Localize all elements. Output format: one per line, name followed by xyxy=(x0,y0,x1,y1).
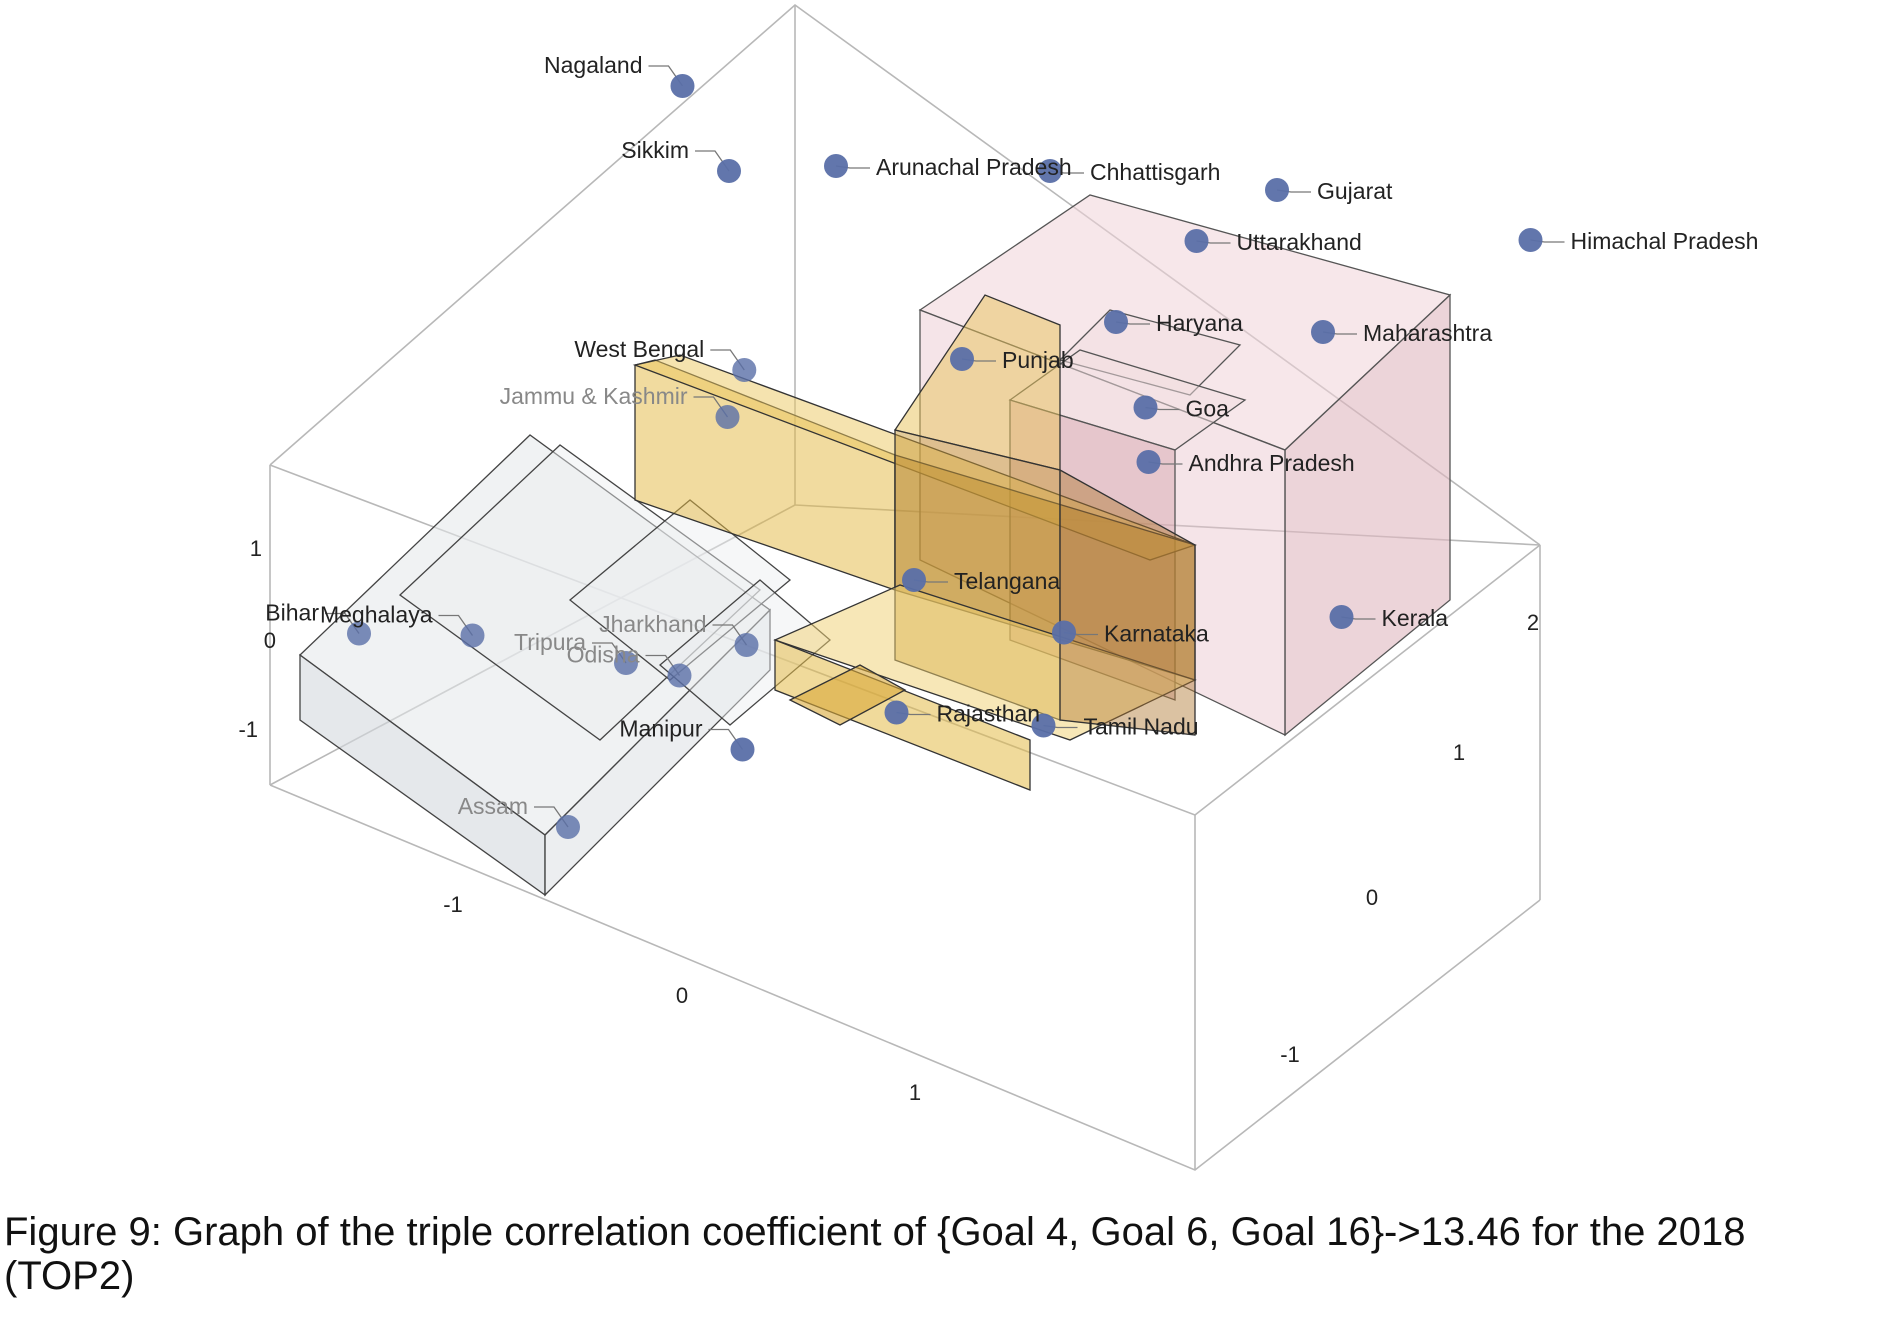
point-label: Haryana xyxy=(1156,310,1243,336)
gray-box-inner-2 xyxy=(568,499,792,681)
x-tick-label: -1 xyxy=(443,892,463,917)
point-label: Assam xyxy=(458,793,528,819)
point-label: Telangana xyxy=(954,568,1060,594)
data-point xyxy=(1329,605,1354,629)
data-point xyxy=(902,568,926,592)
point-label: Manipur xyxy=(619,716,702,742)
data-point xyxy=(460,623,485,648)
data-point xyxy=(730,737,755,762)
point-label: Nagaland xyxy=(544,52,642,78)
data-point xyxy=(670,74,695,98)
point-label: Karnataka xyxy=(1104,621,1209,647)
point-label: Chhattisgarh xyxy=(1090,159,1220,185)
point-label: Sikkim xyxy=(621,137,689,163)
point-label: West Bengal xyxy=(574,336,704,362)
z-tick-label: 0 xyxy=(264,628,276,653)
point-label: Jharkhand xyxy=(599,611,706,637)
x-tick-label: 0 xyxy=(676,983,688,1008)
data-point xyxy=(347,621,371,646)
data-point xyxy=(1136,450,1161,474)
point-label: Uttarakhand xyxy=(1237,229,1362,255)
data-points xyxy=(347,74,1543,839)
cluster-boxes xyxy=(298,194,1452,897)
cluster-box-gray xyxy=(298,434,832,897)
data-point xyxy=(824,154,848,178)
point-label: Bihar xyxy=(265,600,319,626)
data-point xyxy=(1184,229,1209,253)
data-point xyxy=(1518,228,1543,252)
point-label: Odisha xyxy=(567,642,640,668)
point-label: Rajasthan xyxy=(937,701,1041,727)
z-tick-label: -1 xyxy=(238,717,258,742)
y-tick-label: 1 xyxy=(1453,740,1465,765)
data-point xyxy=(1104,310,1128,334)
data-point xyxy=(1052,620,1076,645)
y-tick-label: 2 xyxy=(1527,610,1539,635)
data-point xyxy=(1133,395,1158,420)
data-point xyxy=(950,347,974,371)
data-point xyxy=(1031,713,1056,738)
data-point xyxy=(734,633,759,657)
point-label: Meghalaya xyxy=(320,602,433,628)
data-point xyxy=(667,663,692,688)
gold-box-lower-inner xyxy=(788,664,907,726)
point-label: Andhra Pradesh xyxy=(1189,450,1355,476)
data-point xyxy=(884,700,909,725)
data-point xyxy=(1311,320,1335,344)
x-tick-label: 1 xyxy=(909,1080,921,1105)
point-label: Gujarat xyxy=(1317,178,1393,204)
figure-caption: Figure 9: Graph of the triple correlatio… xyxy=(4,1210,1746,1298)
point-label: Arunachal Pradesh xyxy=(876,154,1072,180)
cluster-box-gold xyxy=(632,294,1197,791)
point-label: Punjab xyxy=(1002,347,1074,373)
data-point xyxy=(1038,159,1062,183)
data-point xyxy=(715,405,740,429)
point-label: Tamil Nadu xyxy=(1084,714,1199,740)
point-label: Tripura xyxy=(514,629,586,655)
data-point xyxy=(1265,178,1289,202)
y-tick-label: -1 xyxy=(1280,1042,1300,1067)
point-label: Himachal Pradesh xyxy=(1571,228,1759,254)
point-label: Jammu & Kashmir xyxy=(500,383,688,409)
point-label: Goa xyxy=(1186,396,1230,422)
z-tick-label: 1 xyxy=(250,536,262,561)
frame-bottom-front xyxy=(269,784,1541,1171)
y-tick-label: 0 xyxy=(1366,885,1378,910)
point-label: Kerala xyxy=(1382,605,1449,631)
gray-box-side xyxy=(544,608,771,897)
data-point xyxy=(732,358,757,382)
data-point xyxy=(717,159,741,183)
data-point xyxy=(556,815,580,839)
point-label: Maharashtra xyxy=(1363,320,1492,346)
data-point xyxy=(614,651,638,675)
axis-ticks: -1 0 1 -1 0 1 2 -1 0 1 xyxy=(238,536,1539,1105)
